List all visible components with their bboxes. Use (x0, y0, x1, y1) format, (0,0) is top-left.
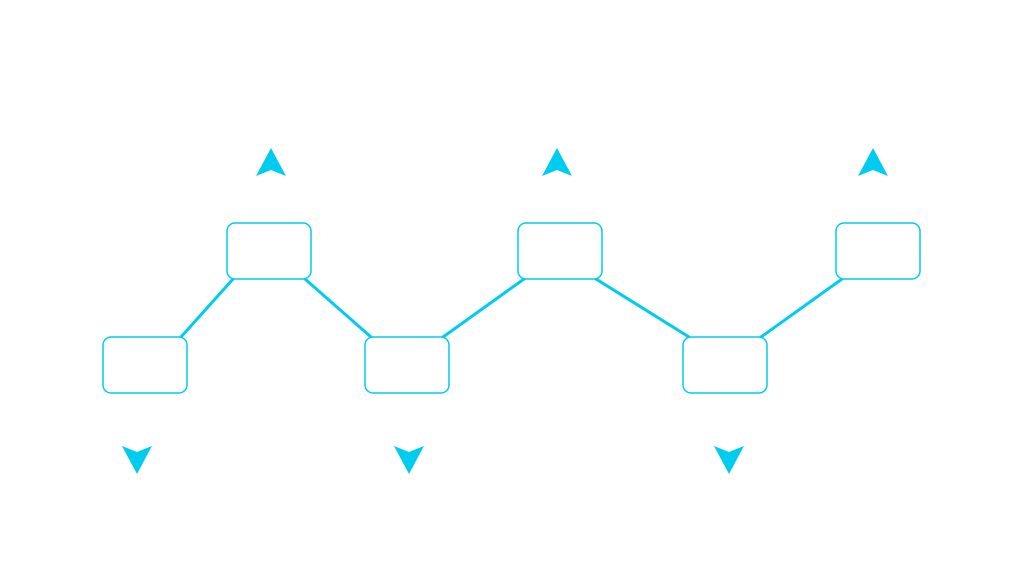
direction-markers (122, 148, 888, 474)
connector-line-4 (594, 277, 691, 339)
connector-line-2 (303, 277, 373, 339)
triangle-up-icon-6 (858, 148, 888, 176)
node-box-2 (226, 222, 312, 280)
node-box-3 (364, 336, 450, 394)
triangle-down-icon-5 (714, 446, 744, 474)
node-box-6 (835, 222, 921, 280)
connector-line-1 (179, 277, 235, 339)
node-box-1 (102, 336, 188, 394)
triangle-down-icon-1 (122, 446, 152, 474)
connector-lines (179, 277, 844, 339)
triangle-up-icon-4 (542, 148, 572, 176)
node-boxes (102, 222, 921, 394)
node-box-4 (517, 222, 603, 280)
node-box-5 (682, 336, 768, 394)
triangle-down-icon-3 (394, 446, 424, 474)
connector-line-5 (759, 277, 844, 339)
triangle-up-icon-2 (256, 148, 286, 176)
connector-line-3 (441, 277, 526, 339)
